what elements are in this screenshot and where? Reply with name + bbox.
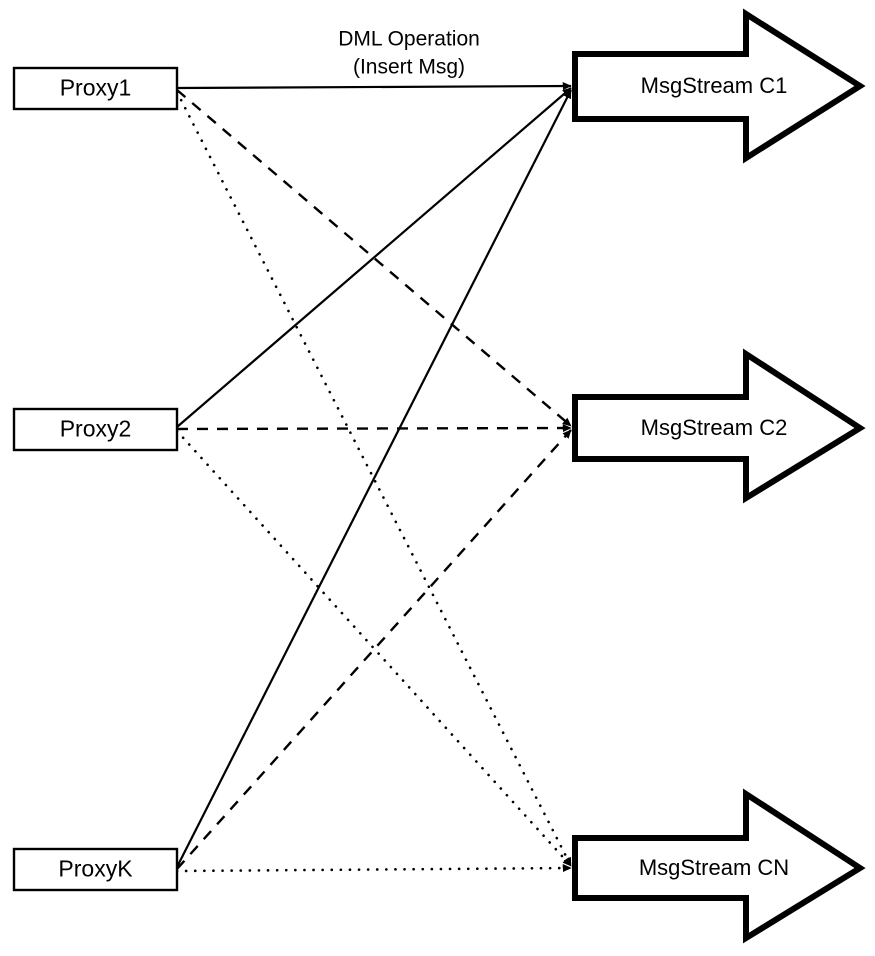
proxy-node-proxy1[interactable]: Proxy1 bbox=[12, 66, 179, 111]
edge-proxyk-to-stream-c2[interactable] bbox=[176, 429, 572, 870]
proxy1-box[interactable] bbox=[12, 66, 179, 111]
msgstream-node-c1[interactable]: MsgStream C1 bbox=[572, 8, 866, 164]
proxyk-box[interactable] bbox=[12, 847, 179, 892]
edge-proxy1-to-stream-c2[interactable] bbox=[176, 89, 572, 427]
proxy2-label: Proxy2 bbox=[60, 416, 132, 442]
msgstream-node-group: MsgStream C1 MsgStream C2 MsgStream CN bbox=[572, 8, 866, 944]
edge-proxyk-to-stream-c1[interactable] bbox=[176, 89, 572, 868]
msgstream-node-c2[interactable]: MsgStream C2 bbox=[572, 348, 866, 504]
edge-proxy1-to-stream-cn[interactable] bbox=[175, 90, 573, 868]
proxy1-label: Proxy1 bbox=[60, 75, 132, 101]
msgstream-node-cn[interactable]: MsgStream CN bbox=[572, 788, 866, 944]
msgstream-c1-label: MsgStream C1 bbox=[641, 73, 788, 98]
edge-caption: DML Operation (Insert Msg) bbox=[338, 28, 480, 79]
proxy-node-proxyk[interactable]: ProxyK bbox=[12, 847, 179, 892]
msgstream-c2-label: MsgStream C2 bbox=[641, 415, 788, 440]
proxyk-label: ProxyK bbox=[58, 856, 133, 882]
edge-proxyk-to-stream-cn[interactable] bbox=[175, 864, 573, 873]
edge-caption-line2: (Insert Msg) bbox=[353, 56, 465, 79]
edge-caption-line1: DML Operation bbox=[338, 28, 480, 51]
edge-proxy2-to-stream-c1[interactable] bbox=[176, 87, 572, 428]
msgstream-c1-arrow-shape[interactable] bbox=[572, 8, 866, 164]
msgstream-cn-label: MsgStream CN bbox=[639, 855, 789, 880]
proxy-node-group: Proxy1 Proxy2 ProxyK bbox=[12, 66, 179, 892]
msgstream-c2-arrow-shape[interactable] bbox=[572, 348, 866, 504]
edge-proxy2-to-stream-c2[interactable] bbox=[176, 423, 572, 433]
edge-proxy1-to-stream-c1[interactable] bbox=[176, 81, 572, 91]
proxy-node-proxy2[interactable]: Proxy2 bbox=[12, 407, 179, 452]
edge-layer bbox=[175, 81, 573, 873]
msgstream-cn-arrow-shape[interactable] bbox=[572, 788, 866, 944]
proxy2-box[interactable] bbox=[12, 407, 179, 452]
